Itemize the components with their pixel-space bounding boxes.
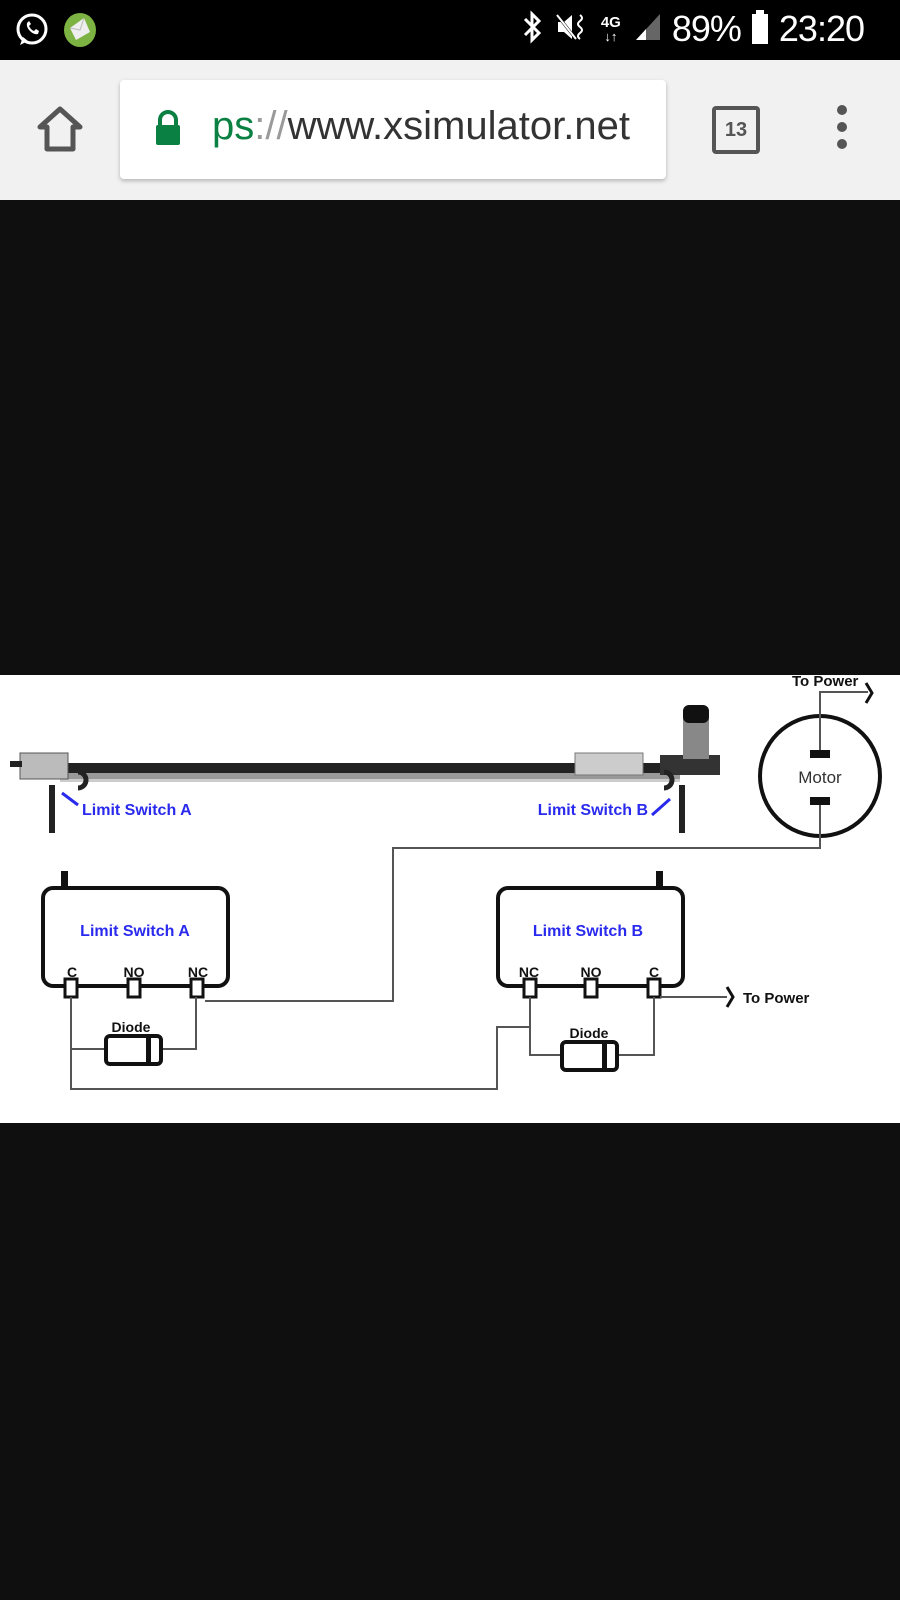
vibrate-icon [554, 9, 588, 50]
switch-a-pin-c: C [67, 964, 77, 980]
tab-switcher-button[interactable]: 13 [712, 106, 760, 154]
limit-switch-a-symbol [41, 871, 529, 1090]
url-text[interactable]: ps://www.xsimulator.net [212, 104, 630, 149]
photo-label-switch-a: Limit Switch A [82, 802, 192, 819]
photo-label-switch-b: Limit Switch B [538, 802, 648, 819]
switch-b-title: Limit Switch B [533, 923, 643, 940]
battery-percent: 89% [671, 8, 742, 49]
switch-b-pin-c: C [649, 964, 659, 980]
bluetooth-icon [522, 9, 544, 50]
clock: 23:20 [778, 8, 865, 49]
menu-button[interactable] [832, 104, 852, 155]
url-host: www.xsimulator.net [287, 104, 630, 148]
switch-b-diode-label: Diode [570, 1025, 609, 1041]
url-separator: :// [254, 104, 288, 148]
whatsapp-icon [14, 12, 50, 53]
linear-actuator-photo [10, 705, 720, 833]
more-vert-icon [832, 105, 852, 154]
browser-toolbar: ps://www.xsimulator.net 13 [0, 60, 900, 200]
home-icon [36, 106, 84, 157]
limit-switch-b-symbol [496, 871, 735, 1072]
switch-a-pin-nc: NC [188, 964, 208, 980]
lock-icon [153, 110, 183, 151]
switch-a-diode-label: Diode [112, 1019, 151, 1035]
email-app-icon [62, 12, 98, 53]
to-power-right-label: To Power [743, 990, 810, 1007]
signal-icon [634, 12, 662, 47]
tab-count: 13 [724, 119, 748, 141]
network-4g-icon: 4G ↓↑ [598, 14, 624, 44]
switch-b-pin-no: NO [581, 964, 602, 980]
network-type-label: 4G [600, 14, 621, 31]
url-scheme: ps [212, 104, 255, 148]
home-button[interactable] [36, 105, 84, 158]
switch-a-title: Limit Switch A [80, 923, 190, 940]
status-bar: 4G ↓↑ 89% 23:20 [0, 0, 900, 60]
battery-icon [751, 9, 769, 49]
wiring-diagram-image: Limit Switch A Limit Switch B Motor To P… [0, 675, 900, 1123]
to-power-top-label: To Power [792, 675, 859, 690]
switch-a-pin-no: NO [124, 964, 145, 980]
motor-symbol [205, 682, 882, 1002]
motor-label: Motor [798, 768, 842, 787]
address-bar[interactable]: ps://www.xsimulator.net [120, 80, 666, 179]
switch-b-pin-nc: NC [519, 964, 539, 980]
